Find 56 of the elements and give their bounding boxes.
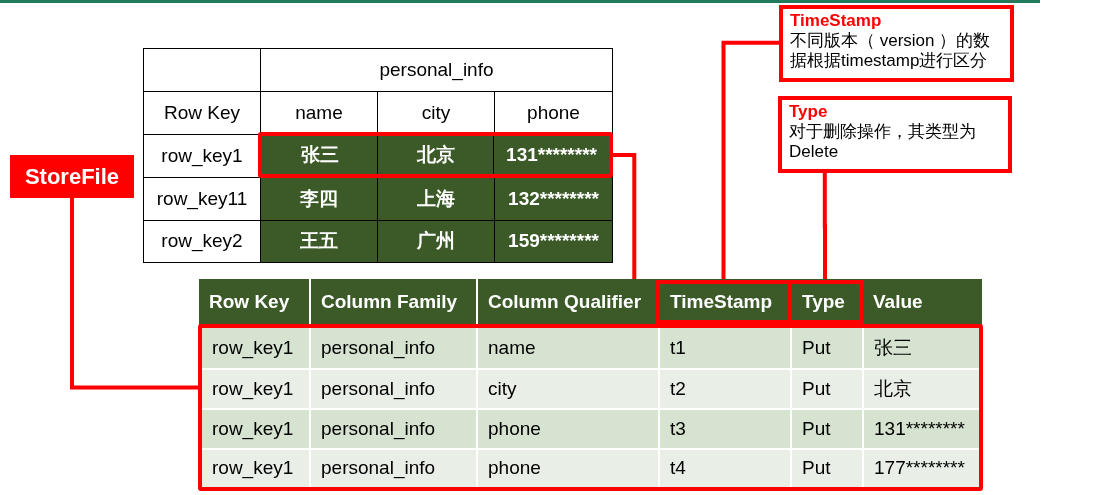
callout-title: Type: [789, 102, 828, 122]
highlighted-header: Type: [788, 280, 863, 324]
data-table: [143, 48, 613, 263]
table-cell: 广州: [377, 220, 494, 262]
table-cell: 张三: [862, 328, 979, 368]
connector-line: [721, 40, 779, 280]
callout-box: [778, 96, 1012, 173]
table-cell: name: [476, 328, 658, 368]
highlight-frame: [258, 132, 613, 178]
callout-title: TimeStamp: [790, 11, 882, 31]
table-cell: row_key1: [144, 134, 260, 177]
table-cell: 131********: [862, 408, 979, 448]
table-cell: personal_info: [309, 448, 476, 487]
connector-line: [70, 198, 198, 390]
table-cell: t3: [658, 408, 790, 448]
table-cell: 132********: [494, 177, 612, 220]
table-cell: personal_info: [309, 368, 476, 408]
table-cell: personal_info: [260, 49, 612, 91]
table-cell: personal_info: [309, 408, 476, 448]
table-cell: name: [260, 91, 377, 134]
callout-text: 不同版本（ version ）的数据根据timestamp进行区分: [790, 31, 992, 71]
table-cell: phone: [476, 448, 658, 487]
table-cell: t4: [658, 448, 790, 487]
table-cell: personal_info: [309, 328, 476, 368]
table-cell: t2: [658, 368, 790, 408]
table-cell: 北京: [377, 136, 493, 174]
table-cell: Put: [790, 448, 862, 487]
callout-text: 对于删除操作，其类型为Delete: [789, 122, 977, 162]
table-cell: phone: [476, 408, 658, 448]
table-cell: 上海: [377, 177, 494, 220]
table-cell: city: [377, 91, 494, 134]
table-header-row: [199, 279, 982, 325]
connector-line: [822, 173, 827, 280]
table-cell: city: [476, 368, 658, 408]
table-cell: phone: [494, 91, 612, 134]
table-cell: row_key1: [202, 448, 309, 487]
table-cell: 北京: [862, 368, 979, 408]
highlight-frame: [198, 324, 983, 491]
table-cell: t1: [658, 328, 790, 368]
table-cell: 159********: [494, 220, 612, 262]
table-cell: row_key1: [202, 368, 309, 408]
table-cell: 李四: [260, 177, 377, 220]
callout-box: [779, 5, 1014, 82]
table-cell: Row Key: [144, 91, 260, 134]
table-cell: row_key1: [202, 408, 309, 448]
table-cell: row_key1: [202, 328, 309, 368]
table-cell: 王五: [260, 220, 377, 262]
table-cell: 177********: [862, 448, 979, 487]
table-cell: 张三: [262, 136, 377, 174]
tag-label: StoreFile: [10, 155, 134, 198]
table-cell: Put: [790, 408, 862, 448]
connector-line: [613, 153, 637, 279]
table-cell: Put: [790, 368, 862, 408]
table-cell: Put: [790, 328, 862, 368]
table-cell: 131********: [493, 136, 609, 174]
highlighted-header: TimeStamp: [656, 280, 791, 324]
